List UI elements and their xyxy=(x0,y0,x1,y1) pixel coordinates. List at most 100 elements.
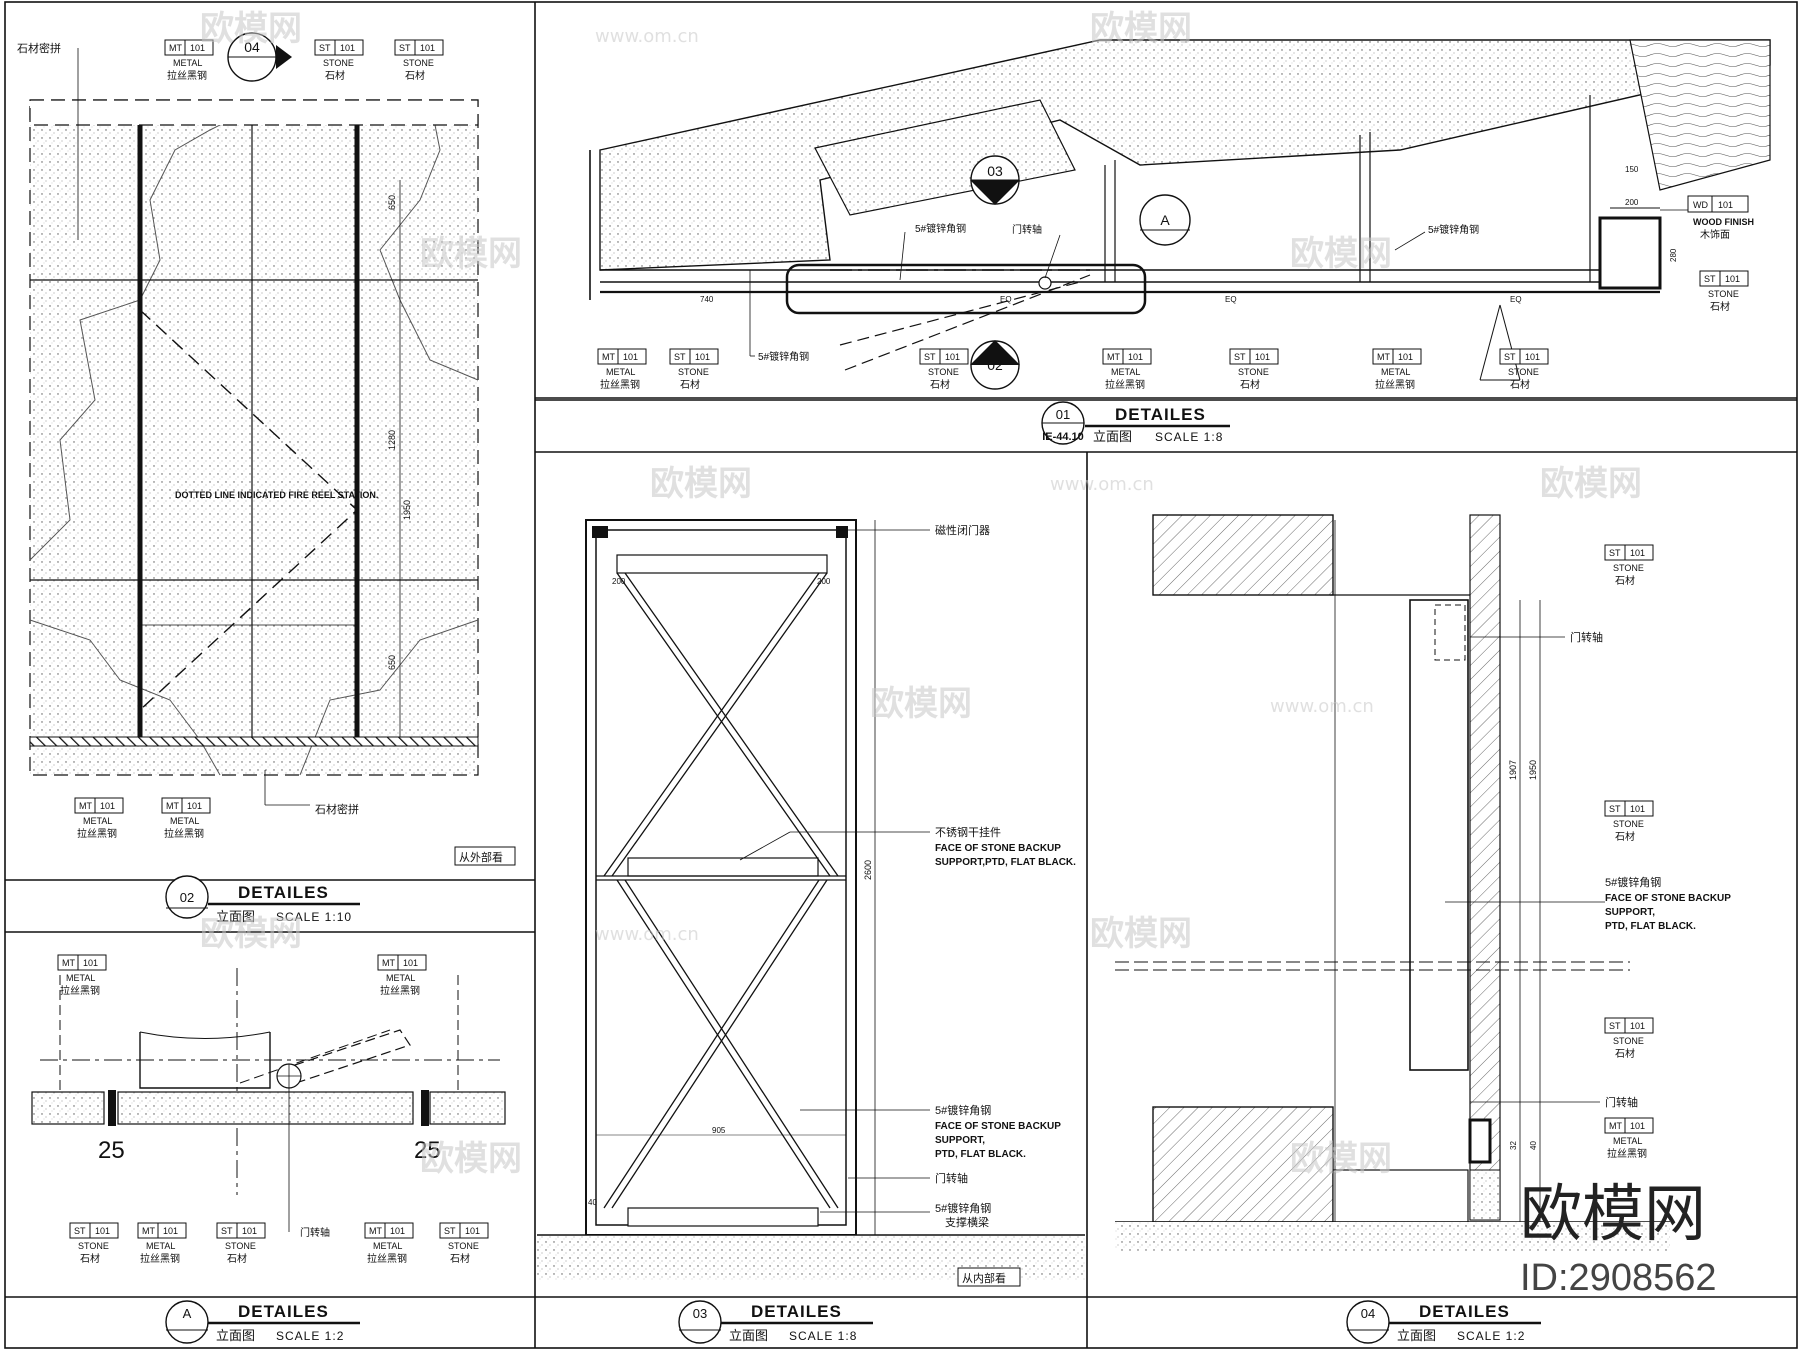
title-block-03: 03 DETAILES 立面图 SCALE 1:8 xyxy=(678,1300,873,1344)
note-hanger-en1: FACE OF STONE BACKUP xyxy=(935,843,1061,854)
stone-tag-name-en: STONE xyxy=(1508,367,1539,377)
dim-1950-04: 1950 xyxy=(1528,760,1538,780)
watermark-brand-2: 欧模网 xyxy=(1090,9,1192,49)
stone-tag-name-cn: 石材 xyxy=(1615,574,1635,587)
note-angle-3: 5#镀锌角钢 xyxy=(1428,223,1479,236)
stone-tag-code: ST xyxy=(399,43,411,53)
note-angle-en3: PTD, FLAT BLACK. xyxy=(935,1149,1026,1160)
title-01-scale: SCALE 1:8 xyxy=(1155,430,1223,444)
callout-04-label: 04 xyxy=(244,39,260,55)
stone-tag-name-cn: 石材 xyxy=(1240,378,1260,391)
callout-04-marker: 04 xyxy=(227,32,292,82)
metal-tag-name-cn: 拉丝黑钢 xyxy=(164,827,204,840)
note-magnet: 磁性闭门器 xyxy=(935,523,990,537)
wood-tag-num: 101 xyxy=(1718,200,1733,210)
stone-tag-number: 101 xyxy=(465,1226,480,1236)
note-angle-04-en1: FACE OF STONE BACKUP xyxy=(1605,893,1731,904)
metal-tag-name-en: METAL xyxy=(173,58,202,68)
metal-tag-name-cn: 拉丝黑钢 xyxy=(1375,378,1415,391)
stone-tag-name-en: STONE xyxy=(448,1241,479,1251)
wood-finish-tag: WD 101 WOOD FINISH 木饰面 xyxy=(1660,195,1754,241)
dim-eq-1: EQ xyxy=(1000,295,1012,304)
stone-tag-number: 101 xyxy=(1725,274,1740,284)
watermark-brand-11: 欧模网 xyxy=(1290,1139,1392,1179)
dim-650-top: 650 xyxy=(387,195,397,210)
metal-tag-name-cn: 拉丝黑钢 xyxy=(77,827,117,840)
dim-200-left: 200 xyxy=(612,577,626,586)
stone-tag-name-en: STONE xyxy=(1708,289,1739,299)
metal-tag-name-en: METAL xyxy=(1381,367,1410,377)
stone-tag-code: ST xyxy=(1234,352,1246,362)
stone-tag-number: 101 xyxy=(95,1226,110,1236)
dim-150: 150 xyxy=(1625,165,1639,174)
metal-tag-number: 101 xyxy=(623,352,638,362)
top-stone-note: 石材密拼 xyxy=(17,41,61,55)
metal-tag-name-en: METAL xyxy=(146,1241,175,1251)
metal-tag-name-en: METAL xyxy=(66,973,95,983)
metal-tag-code: MT xyxy=(142,1226,155,1236)
stone-tag-name-en: STONE xyxy=(1613,1036,1644,1046)
stone-tag-name-en: STONE xyxy=(225,1241,256,1251)
title-A-number: A xyxy=(183,1306,192,1321)
title-03-subtitle: 立面图 xyxy=(729,1328,768,1343)
title-A-scale: SCALE 1:2 xyxy=(276,1329,344,1343)
panel-02-elevation: 650 1280 1950 650 DOTTED LINE INDICATED … xyxy=(17,32,516,866)
dim-40: 40 xyxy=(588,1198,597,1207)
note-angle-en1: FACE OF STONE BACKUP xyxy=(935,1121,1061,1132)
stone-tag-name-en: STONE xyxy=(403,58,434,68)
watermark-brand-3: 欧模网 xyxy=(420,234,522,274)
stone-tag-name-en: STONE xyxy=(323,58,354,68)
panel-01-section: 740 EQ EQ EQ 200 280 150 03 02 A 5#镀锌角钢 … xyxy=(535,39,1797,399)
dim-1950: 1950 xyxy=(402,500,412,520)
stone-tag-code: ST xyxy=(674,352,686,362)
title-02-scale: SCALE 1:10 xyxy=(276,910,352,924)
metal-tag-number: 101 xyxy=(1398,352,1413,362)
stone-tag-number: 101 xyxy=(695,352,710,362)
dim-280: 280 xyxy=(1669,248,1678,262)
stone-tag-name-cn: 石材 xyxy=(227,1252,247,1265)
watermark-url-3: www.om.cn xyxy=(595,924,699,945)
metal-tag-number: 101 xyxy=(187,801,202,811)
title-02-number: 02 xyxy=(180,890,194,905)
title-01-number: 01 xyxy=(1056,407,1070,422)
watermark-layer: 欧模网 欧模网 欧模网 欧模网 欧模网 欧模网 欧模网 欧模网 欧模网 欧模网 … xyxy=(200,9,1642,1179)
stone-tag-name-cn: 石材 xyxy=(930,378,950,391)
metal-tag-code: MT xyxy=(79,801,92,811)
note-hinge: 门转轴 xyxy=(1012,223,1042,236)
metal-tag-name-en: METAL xyxy=(170,816,199,826)
note-angle-1: 5#镀锌角钢 xyxy=(915,222,966,235)
dim-32: 32 xyxy=(1509,1141,1518,1150)
dim-1907: 1907 xyxy=(1508,760,1518,780)
panel-03-elevation: 2600 200 200 905 40 磁性闭门器 不锈钢干挂件 FACE OF… xyxy=(537,519,1085,1287)
dim-200-right: 200 xyxy=(817,577,831,586)
watermark-brand-8: 欧模网 xyxy=(200,914,302,954)
dim-40-04: 40 xyxy=(1529,1141,1538,1150)
stone-tag-number: 101 xyxy=(945,352,960,362)
stone-tag-code: ST xyxy=(74,1226,86,1236)
stone-tag-code: ST xyxy=(1609,804,1621,814)
note-angle-2: 5#镀锌角钢 xyxy=(758,350,809,363)
stone-tag-code: ST xyxy=(1704,274,1716,284)
title-02-text: DETAILES xyxy=(238,883,329,902)
sheet-frame xyxy=(4,1,1798,1349)
detail-mark-A-label: A xyxy=(1160,212,1170,228)
watermark-brand-10: 欧模网 xyxy=(420,1139,522,1179)
stone-tag-name-en: STONE xyxy=(678,367,709,377)
metal-tag-number: 101 xyxy=(390,1226,405,1236)
stone-tag-number: 101 xyxy=(1255,352,1270,362)
stone-tag-number: 101 xyxy=(340,43,355,53)
title-01-ref: IE-44.10 xyxy=(1042,431,1084,443)
title-04-subtitle: 立面图 xyxy=(1397,1328,1436,1343)
metal-tag-number: 101 xyxy=(1630,1121,1645,1131)
stone-tag-number: 101 xyxy=(1630,1021,1645,1031)
metal-tag-code: MT xyxy=(166,801,179,811)
